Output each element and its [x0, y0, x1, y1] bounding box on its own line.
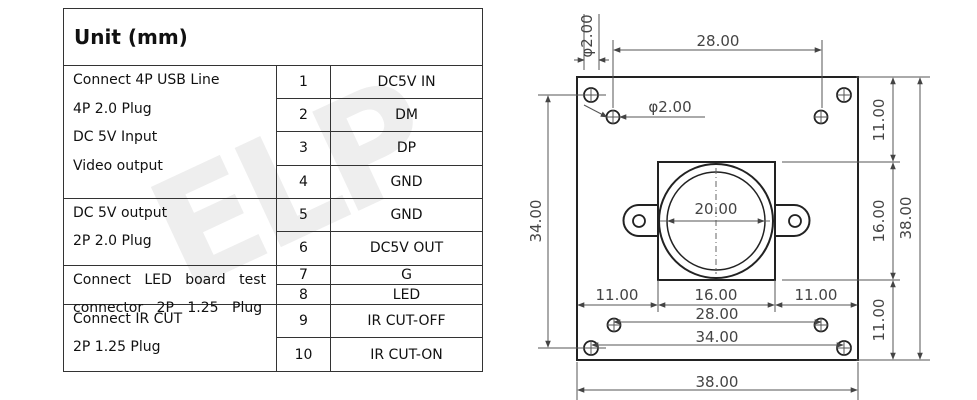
table-row: Connect 4P USB Line 4P 2.0 Plug DC 5V In… [63, 64, 483, 199]
pin-number: 9 [276, 303, 331, 339]
dim-right-11-bottom: 11.00 [870, 299, 888, 342]
table-row: 3 DP [64, 131, 483, 166]
dim-h-11-left: 11.00 [596, 286, 639, 304]
dim-bottom-38: 38.00 [696, 373, 739, 391]
table-title: Unit (mm) [63, 8, 483, 66]
dim-right-16: 16.00 [870, 200, 888, 243]
dim-top-28: 28.00 [697, 32, 740, 50]
dim-bottom-28: 28.00 [696, 305, 739, 323]
pin-number: 4 [276, 164, 331, 199]
dim-h-16: 16.00 [695, 286, 738, 304]
pin-signal: DC5V OUT [330, 231, 483, 266]
dim-lens-20: 20.00 [695, 200, 738, 218]
lens-outer-ring [658, 163, 774, 279]
dim-hole-diameter-side: φ2.00 [648, 98, 691, 116]
pin-signal: DM [330, 98, 483, 133]
dim-hole-diameter-top: φ2.00 [578, 14, 596, 57]
table-row: Connect LED board test connector 2P 1.25… [63, 264, 483, 316]
dim-right-11-top: 11.00 [870, 99, 888, 142]
lens-holder-ear-right [775, 204, 811, 237]
pin-number: 2 [276, 98, 331, 133]
pin-number: 5 [276, 197, 331, 233]
pin-signal: IR CUT-OFF [330, 303, 483, 339]
table-row: 6 DC5V OUT [64, 231, 483, 266]
dim-right-38: 38.00 [897, 197, 915, 240]
pin-number: 6 [276, 231, 331, 266]
dim-h-11-right: 11.00 [795, 286, 838, 304]
table-row: 4 GND [64, 164, 483, 199]
connector-description: Connect 4P USB Line 4P 2.0 Plug DC 5V In… [63, 65, 277, 199]
pin-number: 3 [276, 131, 331, 166]
pin-signal: GND [330, 164, 483, 199]
pcb-outline [576, 76, 859, 361]
lens-holder-ear-left [622, 204, 658, 237]
pin-number: 1 [276, 64, 331, 100]
table-row: 10 IR CUT-ON [64, 337, 483, 372]
connector-description: Connect LED board test connector 2P 1.25… [63, 264, 277, 316]
lens-ear-hole-left [632, 214, 646, 228]
table-row: 2 DM [64, 98, 483, 133]
pin-table: Unit (mm) Connect 4P USB Line 4P 2.0 Plu… [63, 8, 483, 373]
table-row: DC 5V output 2P 2.0 Plug 5 GND [63, 197, 483, 266]
pin-signal: GND [330, 197, 483, 233]
connector-description: DC 5V output 2P 2.0 Plug [63, 197, 277, 266]
pin-signal: IR CUT-ON [330, 337, 483, 372]
pin-number: 10 [276, 337, 331, 372]
pin-signal: DC5V IN [330, 64, 483, 100]
connector-description: Connect IR CUT 2P 1.25 Plug [63, 303, 277, 373]
dim-bottom-34: 34.00 [696, 328, 739, 346]
dim-height-34: 34.00 [527, 200, 545, 243]
lens-ear-hole-right [788, 214, 802, 228]
table-row: Connect IR CUT 2P 1.25 Plug 9 IR CUT-OFF [63, 303, 483, 373]
